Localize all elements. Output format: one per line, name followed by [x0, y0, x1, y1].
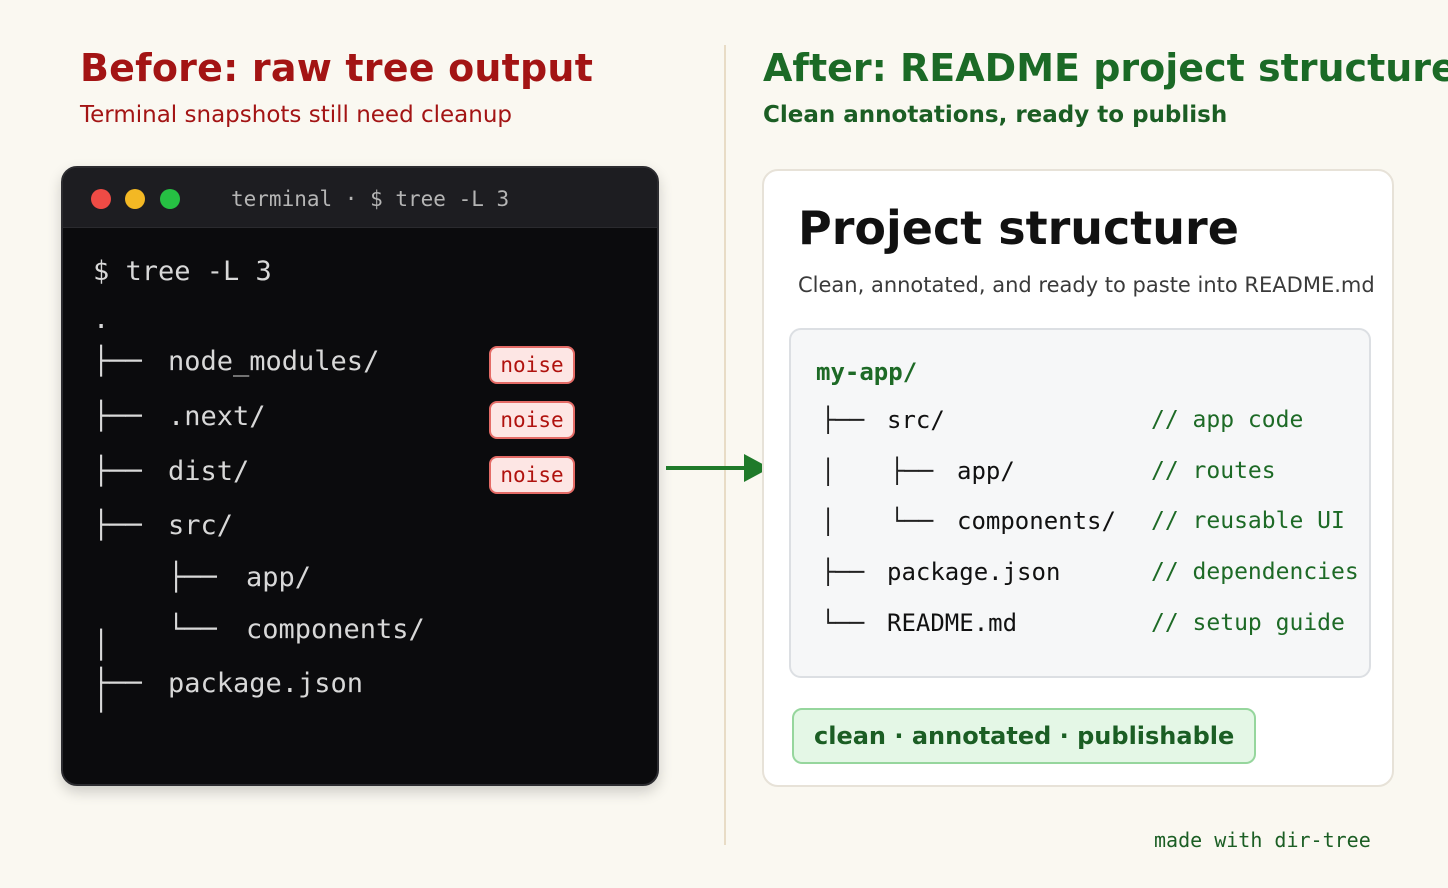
tree-entry: .next/: [168, 401, 266, 432]
tree-branch: ├──: [93, 456, 142, 487]
readme-card: Project structure Clean, annotated, and …: [762, 169, 1394, 787]
tree-entry: components/: [957, 507, 1116, 535]
tree-branch: └──: [890, 507, 934, 535]
tree-entry: src/: [887, 406, 945, 434]
minimize-window-dot[interactable]: [125, 189, 145, 209]
before-subtitle: Terminal snapshots still need cleanup: [80, 102, 513, 128]
tree-entry: package.json: [887, 558, 1061, 586]
maximize-window-dot[interactable]: [160, 189, 180, 209]
tree-entry: dist/: [168, 456, 250, 487]
tree-comment: // routes: [1151, 458, 1276, 484]
after-title: After: README project structure: [763, 46, 1448, 90]
card-subtitle: Clean, annotated, and ready to paste int…: [798, 273, 1375, 297]
tree-comment: // dependencies: [1151, 559, 1359, 585]
tree-branch: ├──: [821, 406, 865, 434]
close-window-dot[interactable]: [91, 189, 111, 209]
tree-guide: │: [93, 682, 110, 713]
card-title: Project structure: [798, 201, 1239, 255]
terminal-title-bar: terminal · $ tree -L 3: [63, 168, 657, 228]
noise-badge: noise: [489, 346, 575, 384]
tree-branch: ├──: [821, 558, 865, 586]
tree-branch: └──: [821, 609, 865, 637]
tree-branch: ├──: [93, 346, 142, 377]
terminal-title: terminal · $ tree -L 3: [231, 187, 510, 211]
panel-divider: [724, 45, 726, 845]
status-badge: clean · annotated · publishable: [792, 708, 1257, 764]
tree-entry: src/: [168, 510, 234, 541]
tree-branch: ├──: [168, 562, 217, 593]
noise-badge: noise: [489, 401, 575, 439]
tree-entry: components/: [246, 614, 425, 645]
noise-badge: noise: [489, 456, 575, 494]
right-arrow-icon: [666, 454, 770, 482]
terminal-window: terminal · $ tree -L 3 $ tree -L 3 . │ │…: [61, 166, 659, 786]
tree-branch: ├──: [93, 510, 142, 541]
tree-entry: app/: [246, 562, 312, 593]
tree-root: my-app/: [816, 358, 918, 386]
terminal-command: $ tree -L 3: [93, 256, 272, 287]
tree-entry: package.json: [168, 668, 364, 699]
footer-credit: made with dir-tree: [1154, 828, 1371, 852]
tree-comment: // setup guide: [1151, 610, 1345, 636]
code-block: my-app/ │ │ ├── src/ // app code ├── app…: [789, 328, 1371, 678]
tree-branch: └──: [168, 614, 217, 645]
tree-guide: │: [821, 508, 836, 536]
tree-guide: │: [93, 630, 110, 661]
tree-comment: // app code: [1151, 407, 1304, 433]
before-title: Before: raw tree output: [80, 46, 594, 90]
after-subtitle: Clean annotations, ready to publish: [763, 102, 1228, 128]
tree-entry: node_modules/: [168, 346, 380, 377]
tree-guide: │: [821, 458, 836, 486]
tree-entry: app/: [957, 457, 1015, 485]
tree-comment: // reusable UI: [1151, 508, 1345, 534]
tree-branch: └──: [93, 668, 142, 699]
tree-branch: ├──: [93, 401, 142, 432]
tree-entry: README.md: [887, 609, 1018, 637]
tree-branch: ├──: [890, 457, 934, 485]
terminal-root: .: [93, 304, 110, 335]
